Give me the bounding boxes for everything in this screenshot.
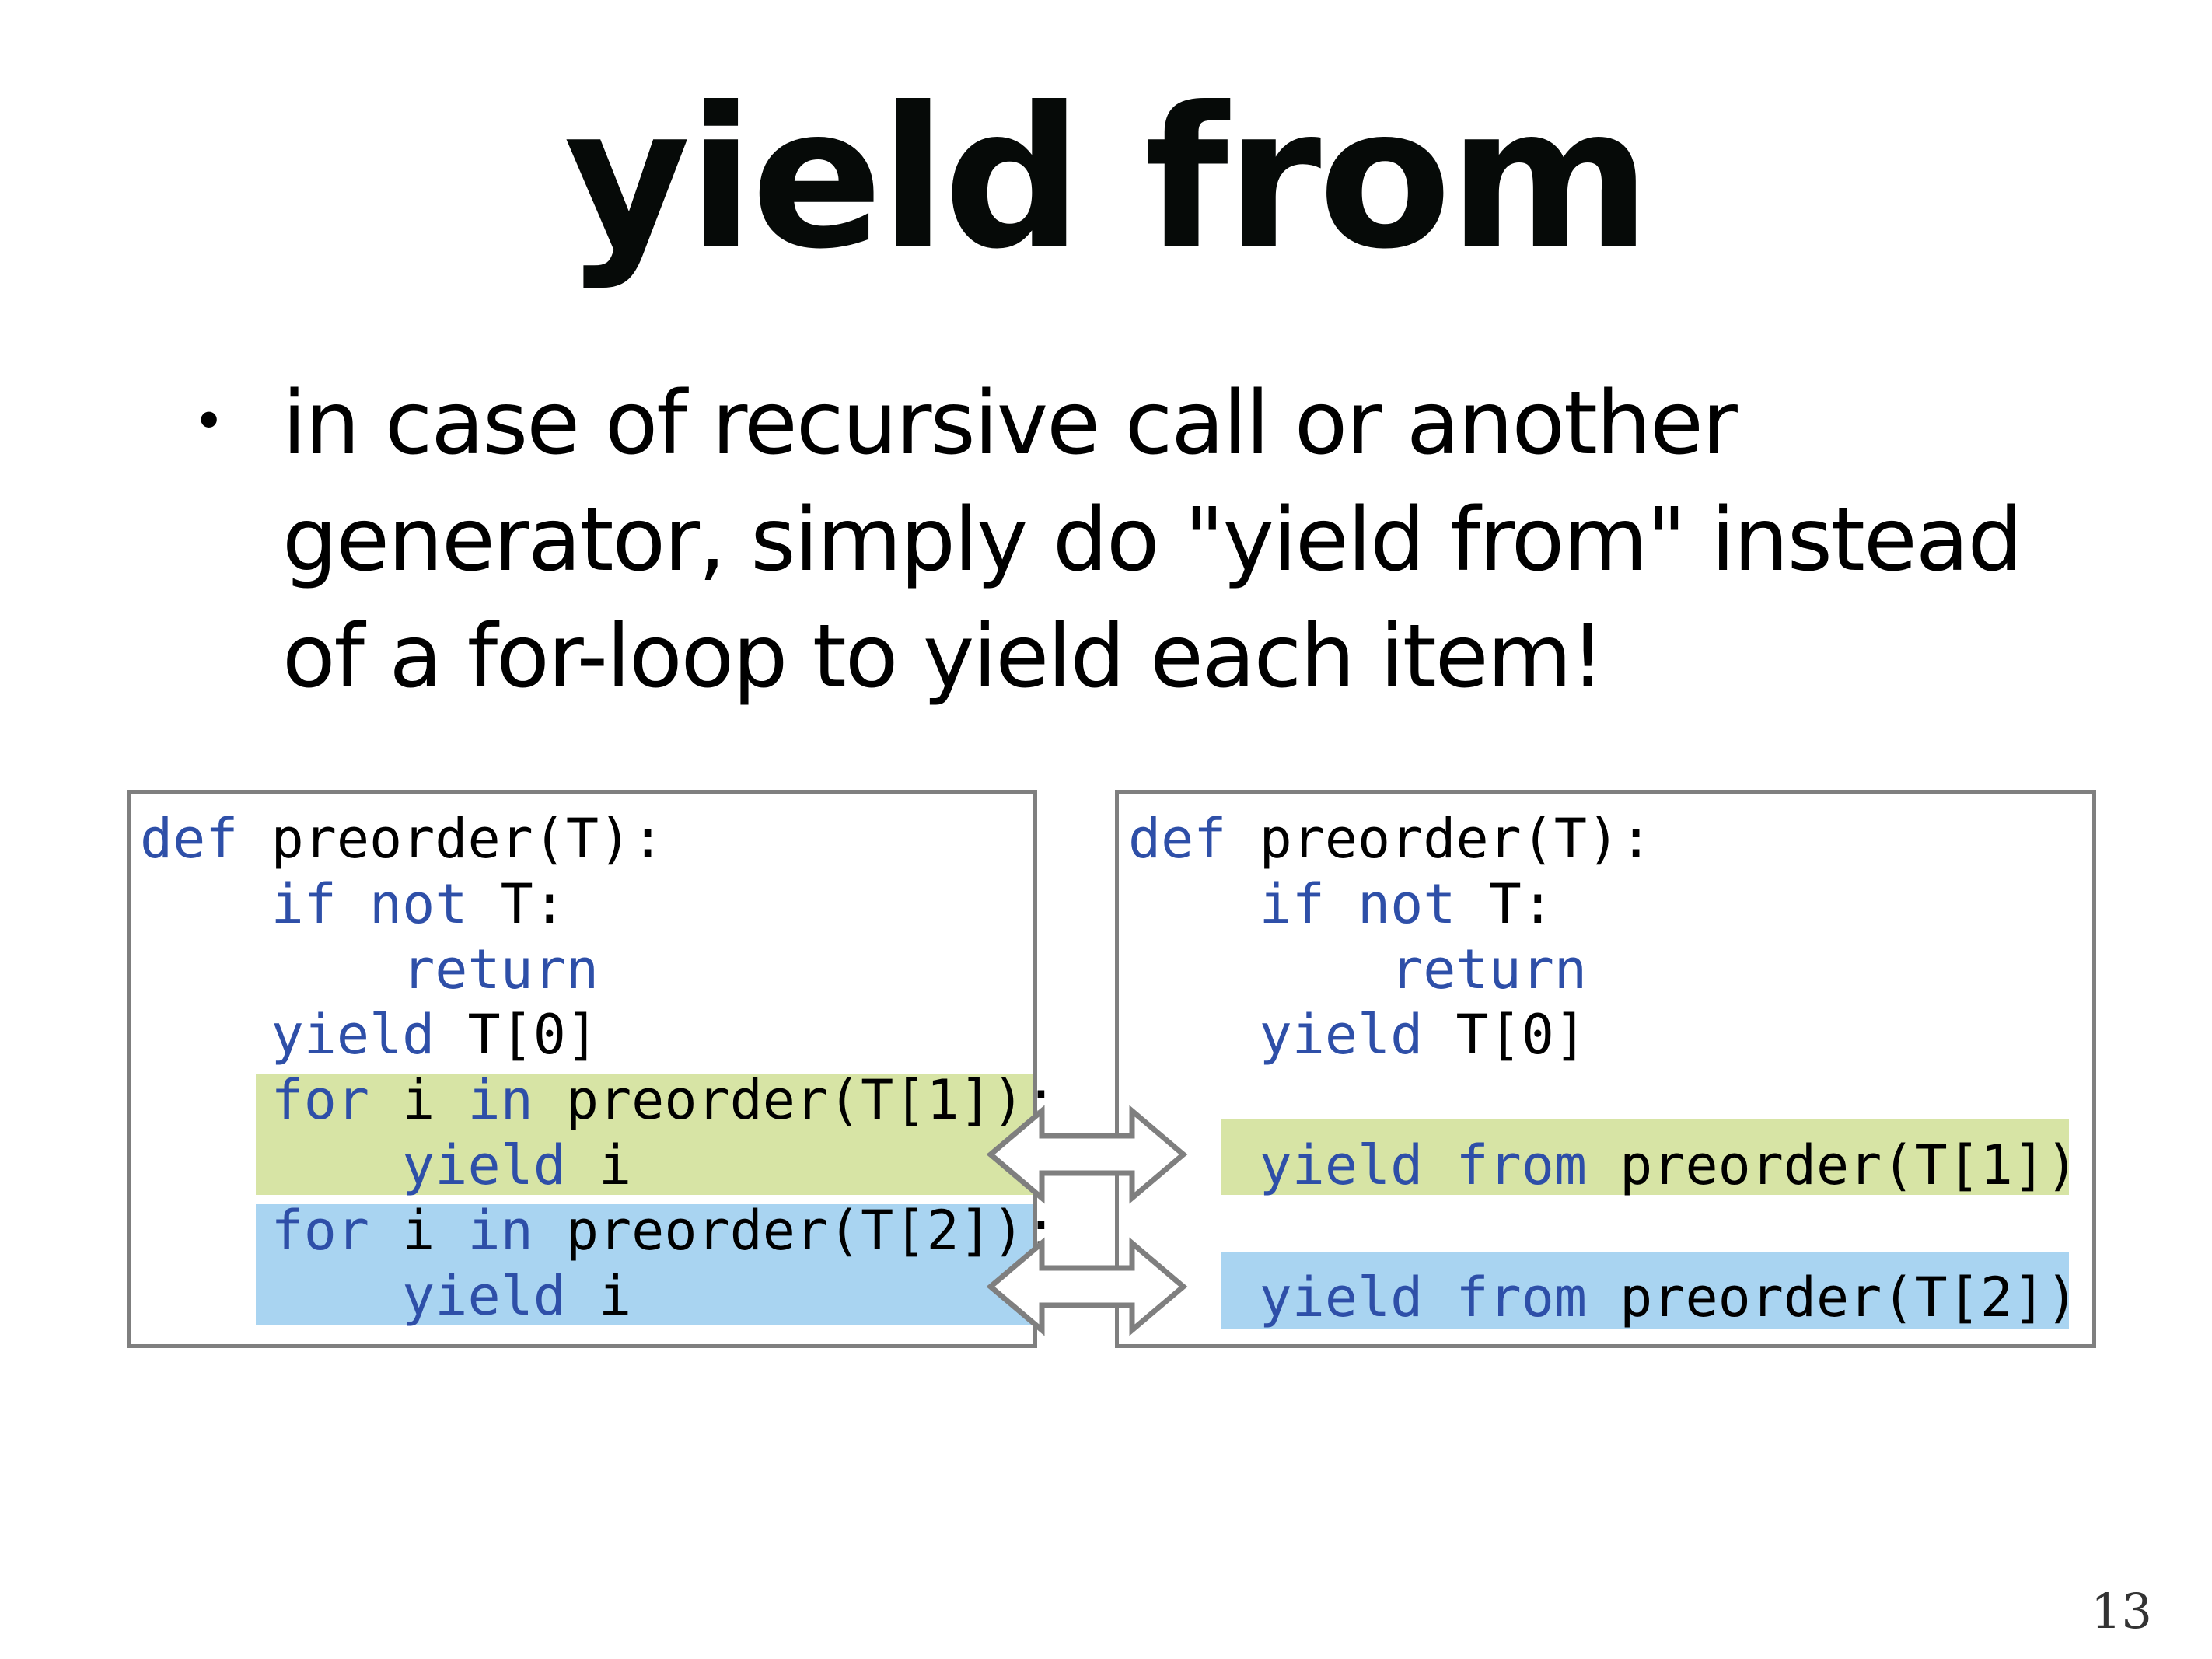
- code-text: preorder(T[2]):: [533, 1199, 1058, 1263]
- code-text: i: [369, 1068, 468, 1132]
- code-keyword: for: [271, 1068, 370, 1132]
- code-line: yield i: [140, 1263, 631, 1329]
- code-keyword: for: [271, 1199, 370, 1263]
- code-keyword: yield: [1259, 1133, 1424, 1197]
- highlight-yield-from-1: [1221, 1119, 2069, 1195]
- code-line: yield i: [140, 1133, 631, 1198]
- code-text: preorder(T[1]): [1587, 1133, 2079, 1197]
- code-keyword: if: [271, 872, 337, 936]
- code-text: [1423, 1266, 1455, 1329]
- for-loop-code-box: def preorder(T): if not T: return yield …: [127, 790, 1057, 1348]
- code-text: i: [565, 1133, 632, 1197]
- bullet-text: in case of recursive call or another gen…: [282, 365, 2070, 715]
- bullet-symbol: •: [193, 389, 225, 453]
- code-line: def preorder(T):: [140, 806, 664, 871]
- code-text: T:: [467, 872, 566, 936]
- code-text: [140, 1068, 271, 1132]
- code-line: def preorder(T):: [1128, 806, 1652, 871]
- code-keyword: def: [140, 807, 239, 871]
- highlight-yield-from-2: [1221, 1252, 2069, 1329]
- code-text: [1423, 1133, 1455, 1197]
- code-line: yield T[0]: [1128, 1002, 1587, 1067]
- code-text: T[0]: [435, 1003, 599, 1067]
- code-keyword: return: [402, 938, 599, 1001]
- code-text: preorder(T):: [1226, 807, 1653, 871]
- code-line: yield T[0]: [140, 1002, 599, 1067]
- code-keyword: return: [1390, 938, 1588, 1001]
- code-line: for i in preorder(T[1]):: [140, 1067, 1057, 1133]
- code-text: [140, 872, 271, 936]
- code-text: [140, 1003, 271, 1067]
- bullet-line-2: generator, simply do "yield from" instea…: [282, 490, 2023, 591]
- code-keyword: not: [369, 872, 468, 936]
- code-keyword: in: [467, 1068, 533, 1132]
- highlight-for-loop-1: [256, 1074, 1033, 1195]
- double-headed-arrow-icon: [987, 1105, 1188, 1204]
- code-text: T[0]: [1423, 1003, 1588, 1067]
- bullet-line-1: in case of recursive call or another: [282, 373, 1738, 474]
- code-text: i: [565, 1264, 632, 1328]
- code-line: yield from preorder(T[1]): [1128, 1133, 2079, 1198]
- code-keyword: from: [1455, 1133, 1588, 1197]
- code-line: return: [140, 937, 599, 1002]
- code-keyword: from: [1455, 1266, 1588, 1329]
- double-headed-arrow-icon: [987, 1237, 1188, 1336]
- code-text: preorder(T):: [238, 807, 665, 871]
- code-text: [140, 1133, 402, 1197]
- code-keyword: yield: [402, 1133, 566, 1197]
- yield-from-code-box: def preorder(T): if not T: return yield …: [1115, 790, 2096, 1348]
- highlight-for-loop-2: [256, 1204, 1033, 1325]
- code-line: return: [1128, 937, 1587, 1002]
- code-line: for i in preorder(T[2]):: [140, 1198, 1057, 1263]
- code-text: [1128, 938, 1390, 1001]
- code-text: [1325, 872, 1358, 936]
- code-text: [1128, 872, 1260, 936]
- code-keyword: yield: [271, 1003, 435, 1067]
- code-text: [337, 872, 369, 936]
- code-text: [1128, 1003, 1260, 1067]
- page-number: 13: [2091, 1583, 2152, 1640]
- code-keyword: def: [1128, 807, 1227, 871]
- code-text: preorder(T[2]): [1587, 1266, 2079, 1329]
- code-line: if not T:: [140, 871, 566, 937]
- code-text: [140, 1199, 271, 1263]
- code-keyword: not: [1358, 872, 1456, 936]
- code-line: yield from preorder(T[2]): [1128, 1265, 2079, 1330]
- slide-title: yield from: [564, 65, 1651, 292]
- bullet-line-3: of a for-loop to yield each item!: [282, 606, 1606, 707]
- code-keyword: yield: [1259, 1266, 1424, 1329]
- code-keyword: if: [1259, 872, 1325, 936]
- code-keyword: yield: [1259, 1003, 1424, 1067]
- code-keyword: in: [467, 1199, 533, 1263]
- code-text: [140, 938, 402, 1001]
- code-text: preorder(T[1]):: [533, 1068, 1058, 1132]
- code-text: i: [369, 1199, 468, 1263]
- code-keyword: yield: [402, 1264, 566, 1328]
- code-text: [140, 1264, 402, 1328]
- code-text: T:: [1455, 872, 1554, 936]
- code-line: if not T:: [1128, 871, 1554, 937]
- equivalence-arrows: [987, 1105, 1188, 1336]
